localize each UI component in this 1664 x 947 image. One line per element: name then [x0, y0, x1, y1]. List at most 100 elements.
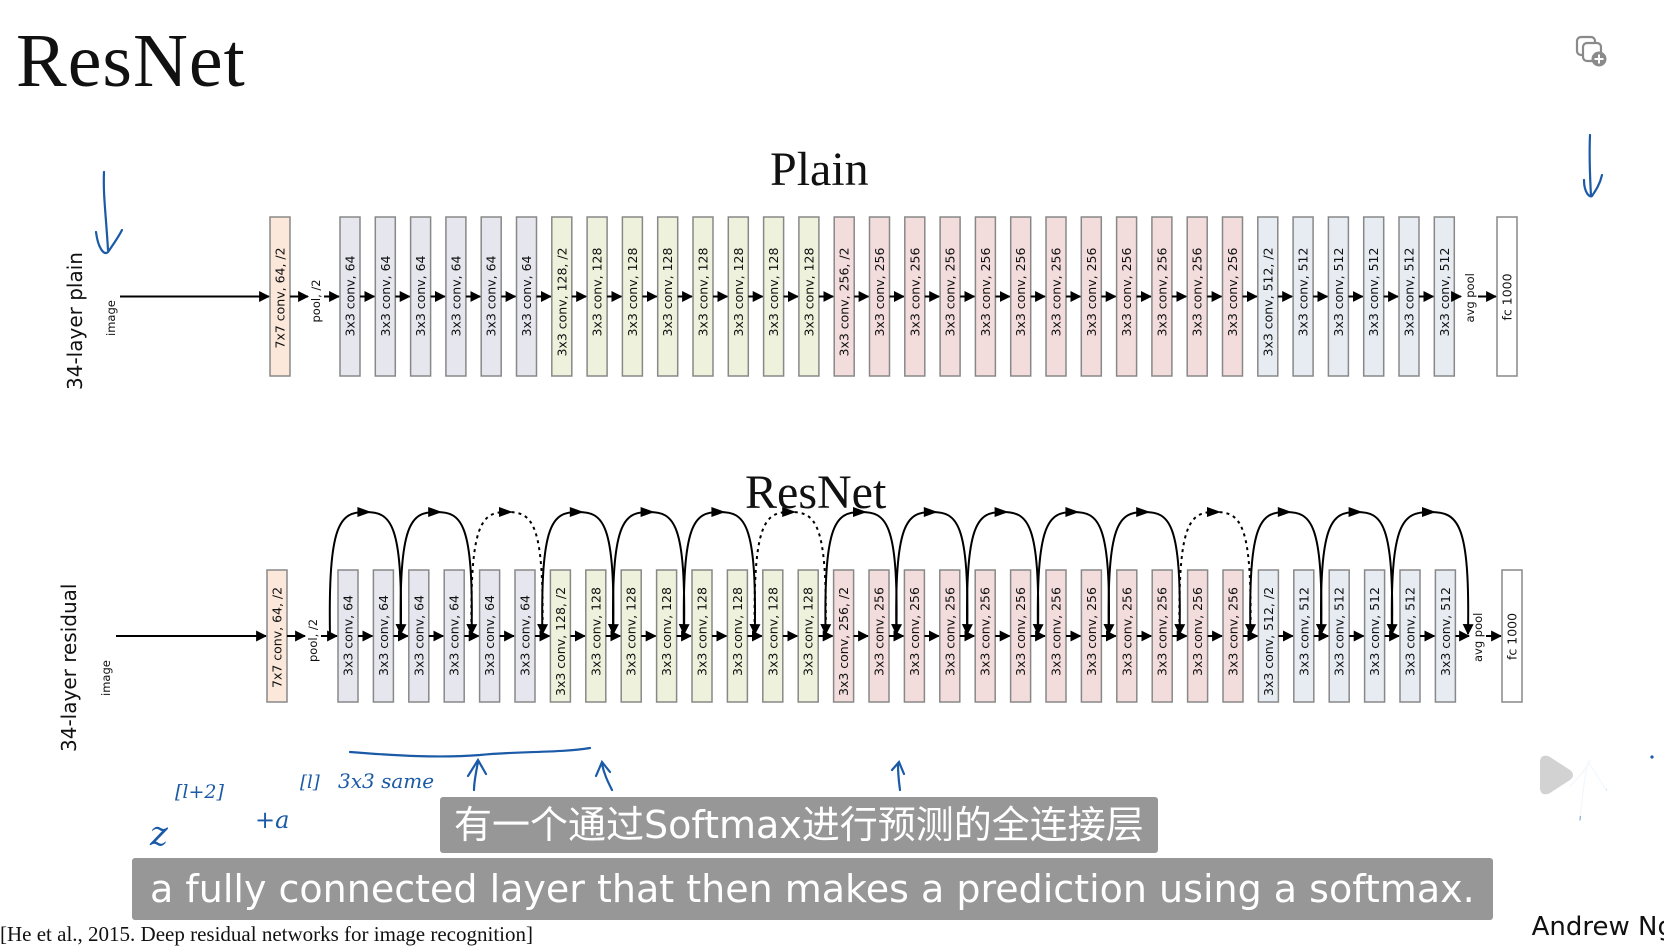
plain-conv-layer: 3x3 conv, 512: [1327, 216, 1350, 377]
plain-conv-layer: 3x3 conv, 512, /2: [1257, 216, 1279, 377]
ink-down-arrow-left: [94, 170, 124, 255]
layer-label: 3x3 conv, 128: [588, 587, 603, 676]
layer-label: 3x3 conv, 128: [659, 587, 674, 676]
shortcut-arrowhead: [711, 507, 726, 517]
play-badge-icon[interactable]: [1500, 718, 1610, 818]
layer-label: 3x3 conv, 128: [731, 248, 746, 337]
residual-avg-pool-label: avg pool: [1471, 613, 1485, 662]
plain-network-row: 7x7 conv, 64, /2 pool, /2 3x3 conv, 64 3x3 …: [120, 216, 1518, 377]
subtitle-english: a fully connected layer that then makes …: [132, 858, 1493, 920]
plain-conv-layer: 3x3 conv, 256: [939, 216, 961, 377]
layer-label: 3x3 conv, 256: [907, 248, 922, 337]
layer-label: 3x3 conv, 256: [978, 587, 993, 676]
shortcut-arrowhead: [782, 507, 797, 517]
shortcut-arrowhead: [1065, 507, 1080, 517]
layer-label: 3x3 conv, 64: [343, 255, 358, 336]
residual-conv-layer: 3x3 conv, 128: [585, 569, 607, 703]
shortcut-arrowhead: [1348, 507, 1363, 517]
same-convolution-note: 3x3 same: [338, 769, 434, 793]
layer-label: 3x3 conv, 256: [872, 248, 887, 337]
plain-conv-layer: 3x3 conv, 64: [480, 216, 502, 377]
layer-label: 3x3 conv, 512, /2: [1260, 247, 1275, 356]
plain-pool-label: pool, /2: [309, 279, 323, 322]
layer-label: 3x3 conv, 256, /2: [837, 247, 852, 356]
layer-label: 3x3 conv, 128, /2: [553, 587, 568, 696]
layer-label: 3x3 conv, 64: [376, 595, 391, 676]
plain-conv-layer: 3x3 conv, 256: [974, 216, 997, 377]
residual-conv-layer: 3x3 conv, 512: [1434, 569, 1457, 703]
layer-label: 3x3 conv, 128: [766, 248, 781, 337]
residual-conv-layer: 3x3 conv, 64: [514, 569, 536, 703]
layer-label: 3x3 conv, 256: [1084, 248, 1099, 337]
layer-label: 3x3 conv, 512: [1332, 587, 1347, 676]
layer-label: 3x3 conv, 64: [518, 595, 533, 676]
plain-conv-layer: 3x3 conv, 256: [1009, 216, 1032, 377]
plain-conv-layer: 3x3 conv, 256: [1151, 216, 1173, 377]
plain-conv-layer: 3x3 conv, 256: [1080, 216, 1103, 377]
plain-conv-layer: 3x3 conv, 128: [727, 216, 750, 377]
layer-label: 3x3 conv, 256: [872, 587, 887, 676]
plain-conv-layer: 3x3 conv, 512: [1433, 216, 1456, 377]
shortcut-arrowhead: [923, 507, 938, 517]
residual-conv-layer: 3x3 conv, 256: [1009, 569, 1032, 703]
plain-conv-layer: 3x3 conv, 64: [374, 216, 397, 377]
layer-label: 3x3 conv, 256: [1013, 248, 1028, 337]
layer-label: 3x3 conv, 256, /2: [836, 587, 851, 696]
slide-title: ResNet: [16, 19, 246, 103]
layer-label: 3x3 conv, 128: [696, 248, 711, 337]
residual-conv-layer: 3x3 conv, 128: [726, 569, 749, 703]
residual-conv-layer: 3x3 conv, 128: [620, 569, 642, 703]
layer-label: 3x3 conv, 64: [519, 255, 534, 336]
layer-label: 3x3 conv, 128: [801, 587, 816, 676]
layer-label: 3x3 conv, 256: [1154, 248, 1169, 337]
layer-label: 3x3 conv, 256: [907, 587, 922, 676]
layer-label: 3x3 conv, 256: [943, 248, 958, 337]
residual-conv-layer: 3x3 conv, 512: [1293, 569, 1315, 703]
residual-conv-layer: 3x3 conv, 256: [868, 569, 890, 703]
plain-conv-layer: 3x3 conv, 128: [586, 216, 608, 377]
residual-conv-layer: 3x3 conv, 256: [1116, 569, 1138, 703]
residual-conv-layer: 3x3 conv, 64: [478, 569, 501, 703]
layer-label: 3x3 conv, 128: [624, 587, 639, 676]
plain-row-label: 34-layer plain: [63, 252, 87, 390]
ink-brace: [348, 746, 592, 758]
residual-conv-layer: 3x3 conv, 128: [655, 569, 678, 703]
residual-row-label: 34-layer residual: [57, 584, 81, 752]
copy-add-icon[interactable]: [1574, 34, 1608, 68]
residual-conv-layer: 3x3 conv, 512: [1328, 569, 1350, 703]
layer-label: 3x3 conv, 256: [1049, 587, 1064, 676]
plain-conv-layer: 3x3 conv, 64: [339, 216, 361, 377]
plain-conv-layer: 3x3 conv, 512: [1292, 216, 1314, 377]
residual-conv-layer: 3x3 conv, 256: [939, 569, 961, 703]
plain-fc-layer: fc 1000: [1496, 216, 1518, 377]
layer-label: 3x3 conv, 256: [978, 248, 993, 337]
layer-label: 3x3 conv, 256: [1226, 587, 1241, 676]
layer-label: 3x3 conv, 64: [413, 255, 428, 336]
formula-annotation: z [l+2] +a [l] 3x3 same: [149, 769, 434, 854]
residual-conv-layer: 3x3 conv, 64: [408, 569, 430, 703]
ink-up-arrow-1: [466, 757, 488, 792]
residual-conv-layer: 3x3 conv, 256, /2: [832, 569, 855, 703]
plain-conv-layer: 3x3 conv, 128: [798, 216, 820, 377]
plain-conv-layer: 3x3 conv, 256: [904, 216, 926, 377]
residual-layer-7x7-conv: 7x7 conv, 64, /2: [266, 569, 288, 703]
plain-layer-7x7-conv: 7x7 conv, 64, /2: [269, 216, 291, 377]
layer-label: 3x3 conv, 64: [484, 255, 499, 336]
layer-label: 3x3 conv, 256: [1190, 248, 1205, 337]
layer-label: 3x3 conv, 128: [730, 587, 745, 676]
layer-label: 3x3 conv, 64: [341, 595, 356, 676]
shortcut-arrowhead: [357, 507, 372, 517]
plain-image-label: image: [104, 300, 118, 336]
plain-conv-layer: 3x3 conv, 128: [621, 216, 644, 377]
layer-label: 3x3 conv, 512: [1296, 248, 1311, 337]
residual-conv-layer: 3x3 conv, 512: [1399, 569, 1421, 703]
layer-label: 3x3 conv, 512: [1296, 587, 1311, 676]
formula-plus-a: +a: [255, 806, 289, 834]
layer-label: 3x3 conv, 128, /2: [554, 247, 569, 356]
layer-label: 3x3 conv, 64: [447, 595, 462, 676]
layer-label: 3x3 conv, 256: [1190, 587, 1205, 676]
layer-label: 3x3 conv, 64: [448, 255, 463, 336]
layer-label: 3x3 conv, 256: [1225, 248, 1240, 337]
plain-section-title: Plain: [770, 143, 869, 196]
